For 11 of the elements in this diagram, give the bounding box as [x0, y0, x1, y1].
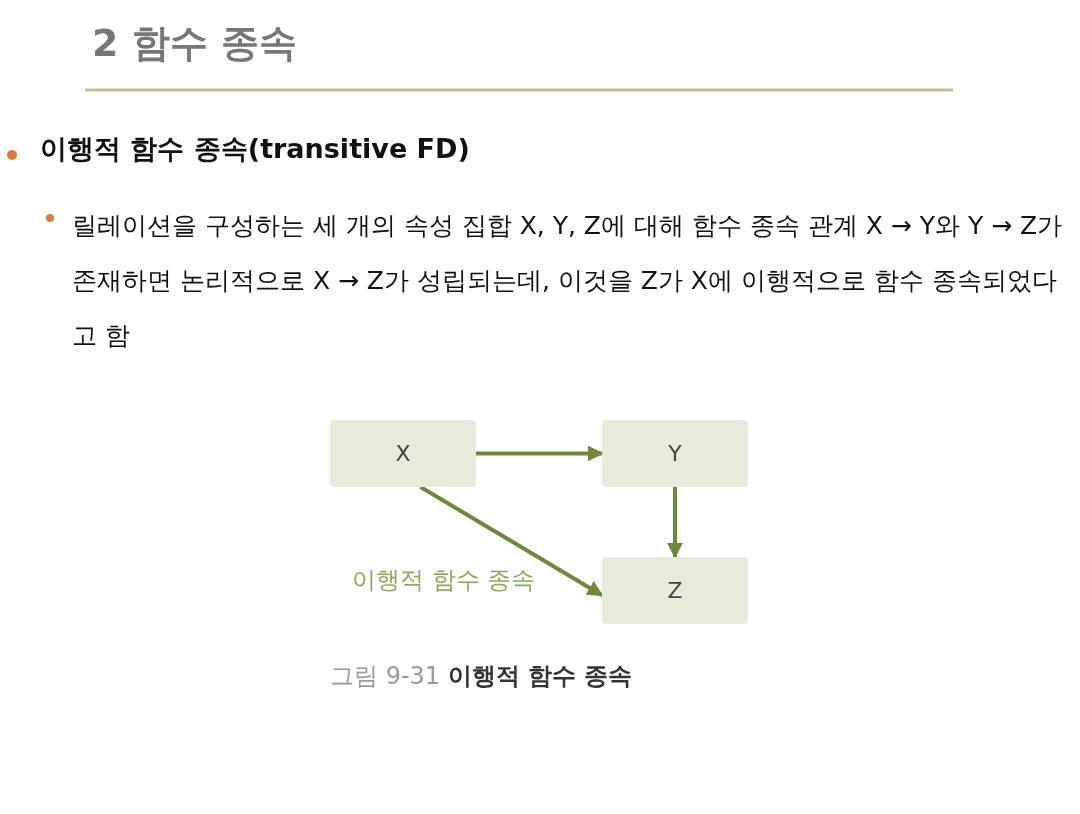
bullet-text: 릴레이션을 구성하는 세 개의 속성 집합 X, Y, Z에 대해 함수 종속 관계 X → Y와 Y → Z가 존재하면 논리적으로 X → Z가 성립되는데, 이것을 Z가 X에 이행적으로 함수 종속되었다고 함	[72, 210, 1064, 352]
attribute-box: X	[330, 420, 476, 487]
page-title: 2 함수 종속	[92, 20, 297, 67]
arrow	[419, 485, 604, 597]
arrow	[667, 487, 683, 559]
edge-label: 이행적 함수 종속	[352, 565, 536, 596]
attribute-box: Z	[602, 557, 748, 624]
figure-caption: 그림 9-31 이행적 함수 종속	[330, 661, 633, 692]
bullet-heading: 이행적 함수 종속(transitive FD)	[40, 133, 471, 166]
arrow	[476, 445, 604, 462]
attribute-box: Y	[602, 420, 748, 487]
